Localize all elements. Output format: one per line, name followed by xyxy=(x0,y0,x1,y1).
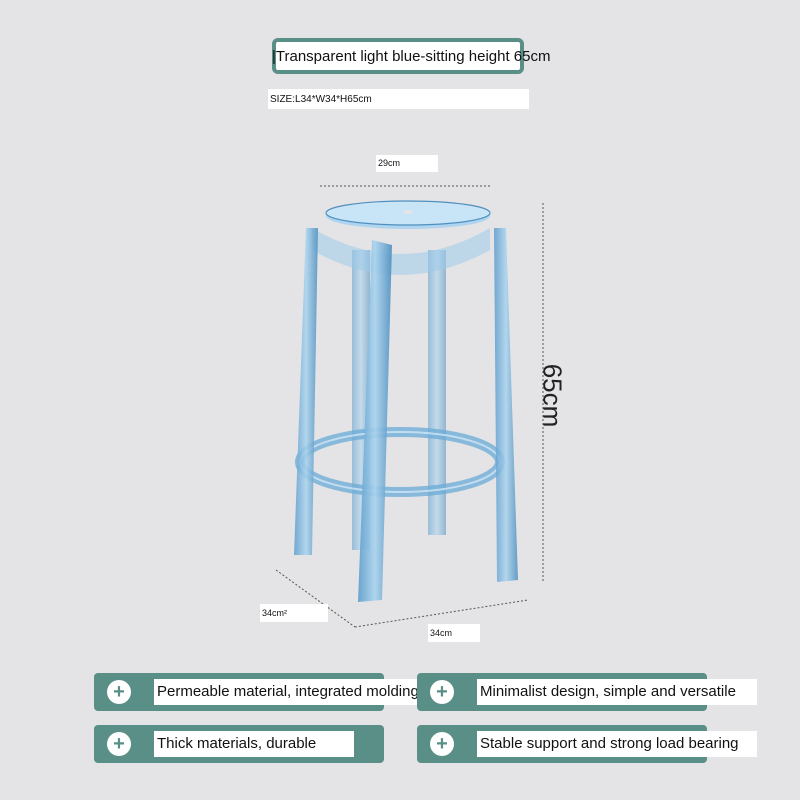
feature-label: Permeable material, integrated molding xyxy=(157,683,419,700)
feature-label-box xyxy=(477,679,757,705)
feature-label: Minimalist design, simple and versatile xyxy=(480,683,736,700)
title-banner xyxy=(272,38,524,74)
width-dim-box xyxy=(428,624,480,642)
feature-label: Thick materials, durable xyxy=(157,735,317,752)
width-label: 34cm xyxy=(430,628,453,638)
feature-stable: + Stable support and strong load bearing xyxy=(417,725,757,763)
feature-thick: + Thick materials, durable xyxy=(94,725,384,763)
feature-label-box xyxy=(154,731,354,757)
depth-dim-box xyxy=(260,604,328,622)
seat-diameter-label: 29cm xyxy=(378,158,401,168)
size-banner xyxy=(268,89,529,109)
seat-dim-box xyxy=(376,155,438,172)
plus-icon: + xyxy=(430,732,454,756)
feature-minimalist: + Minimalist design, simple and versatil… xyxy=(417,673,757,711)
size-spec: SIZE:L34*W34*H65cm xyxy=(270,94,372,105)
feature-permeable: + Permeable material, integrated molding xyxy=(94,673,446,711)
plus-icon: + xyxy=(107,732,131,756)
depth-label: 34cm² xyxy=(262,608,288,618)
feature-label-box xyxy=(477,731,757,757)
height-label: 65cm xyxy=(537,363,568,428)
feature-label: Stable support and strong load bearing xyxy=(480,735,739,752)
plus-icon: + xyxy=(430,680,454,704)
plus-icon: + xyxy=(107,680,131,704)
product-title: |Transparent light blue-sitting height 6… xyxy=(272,48,551,65)
feature-label-box xyxy=(154,679,446,705)
